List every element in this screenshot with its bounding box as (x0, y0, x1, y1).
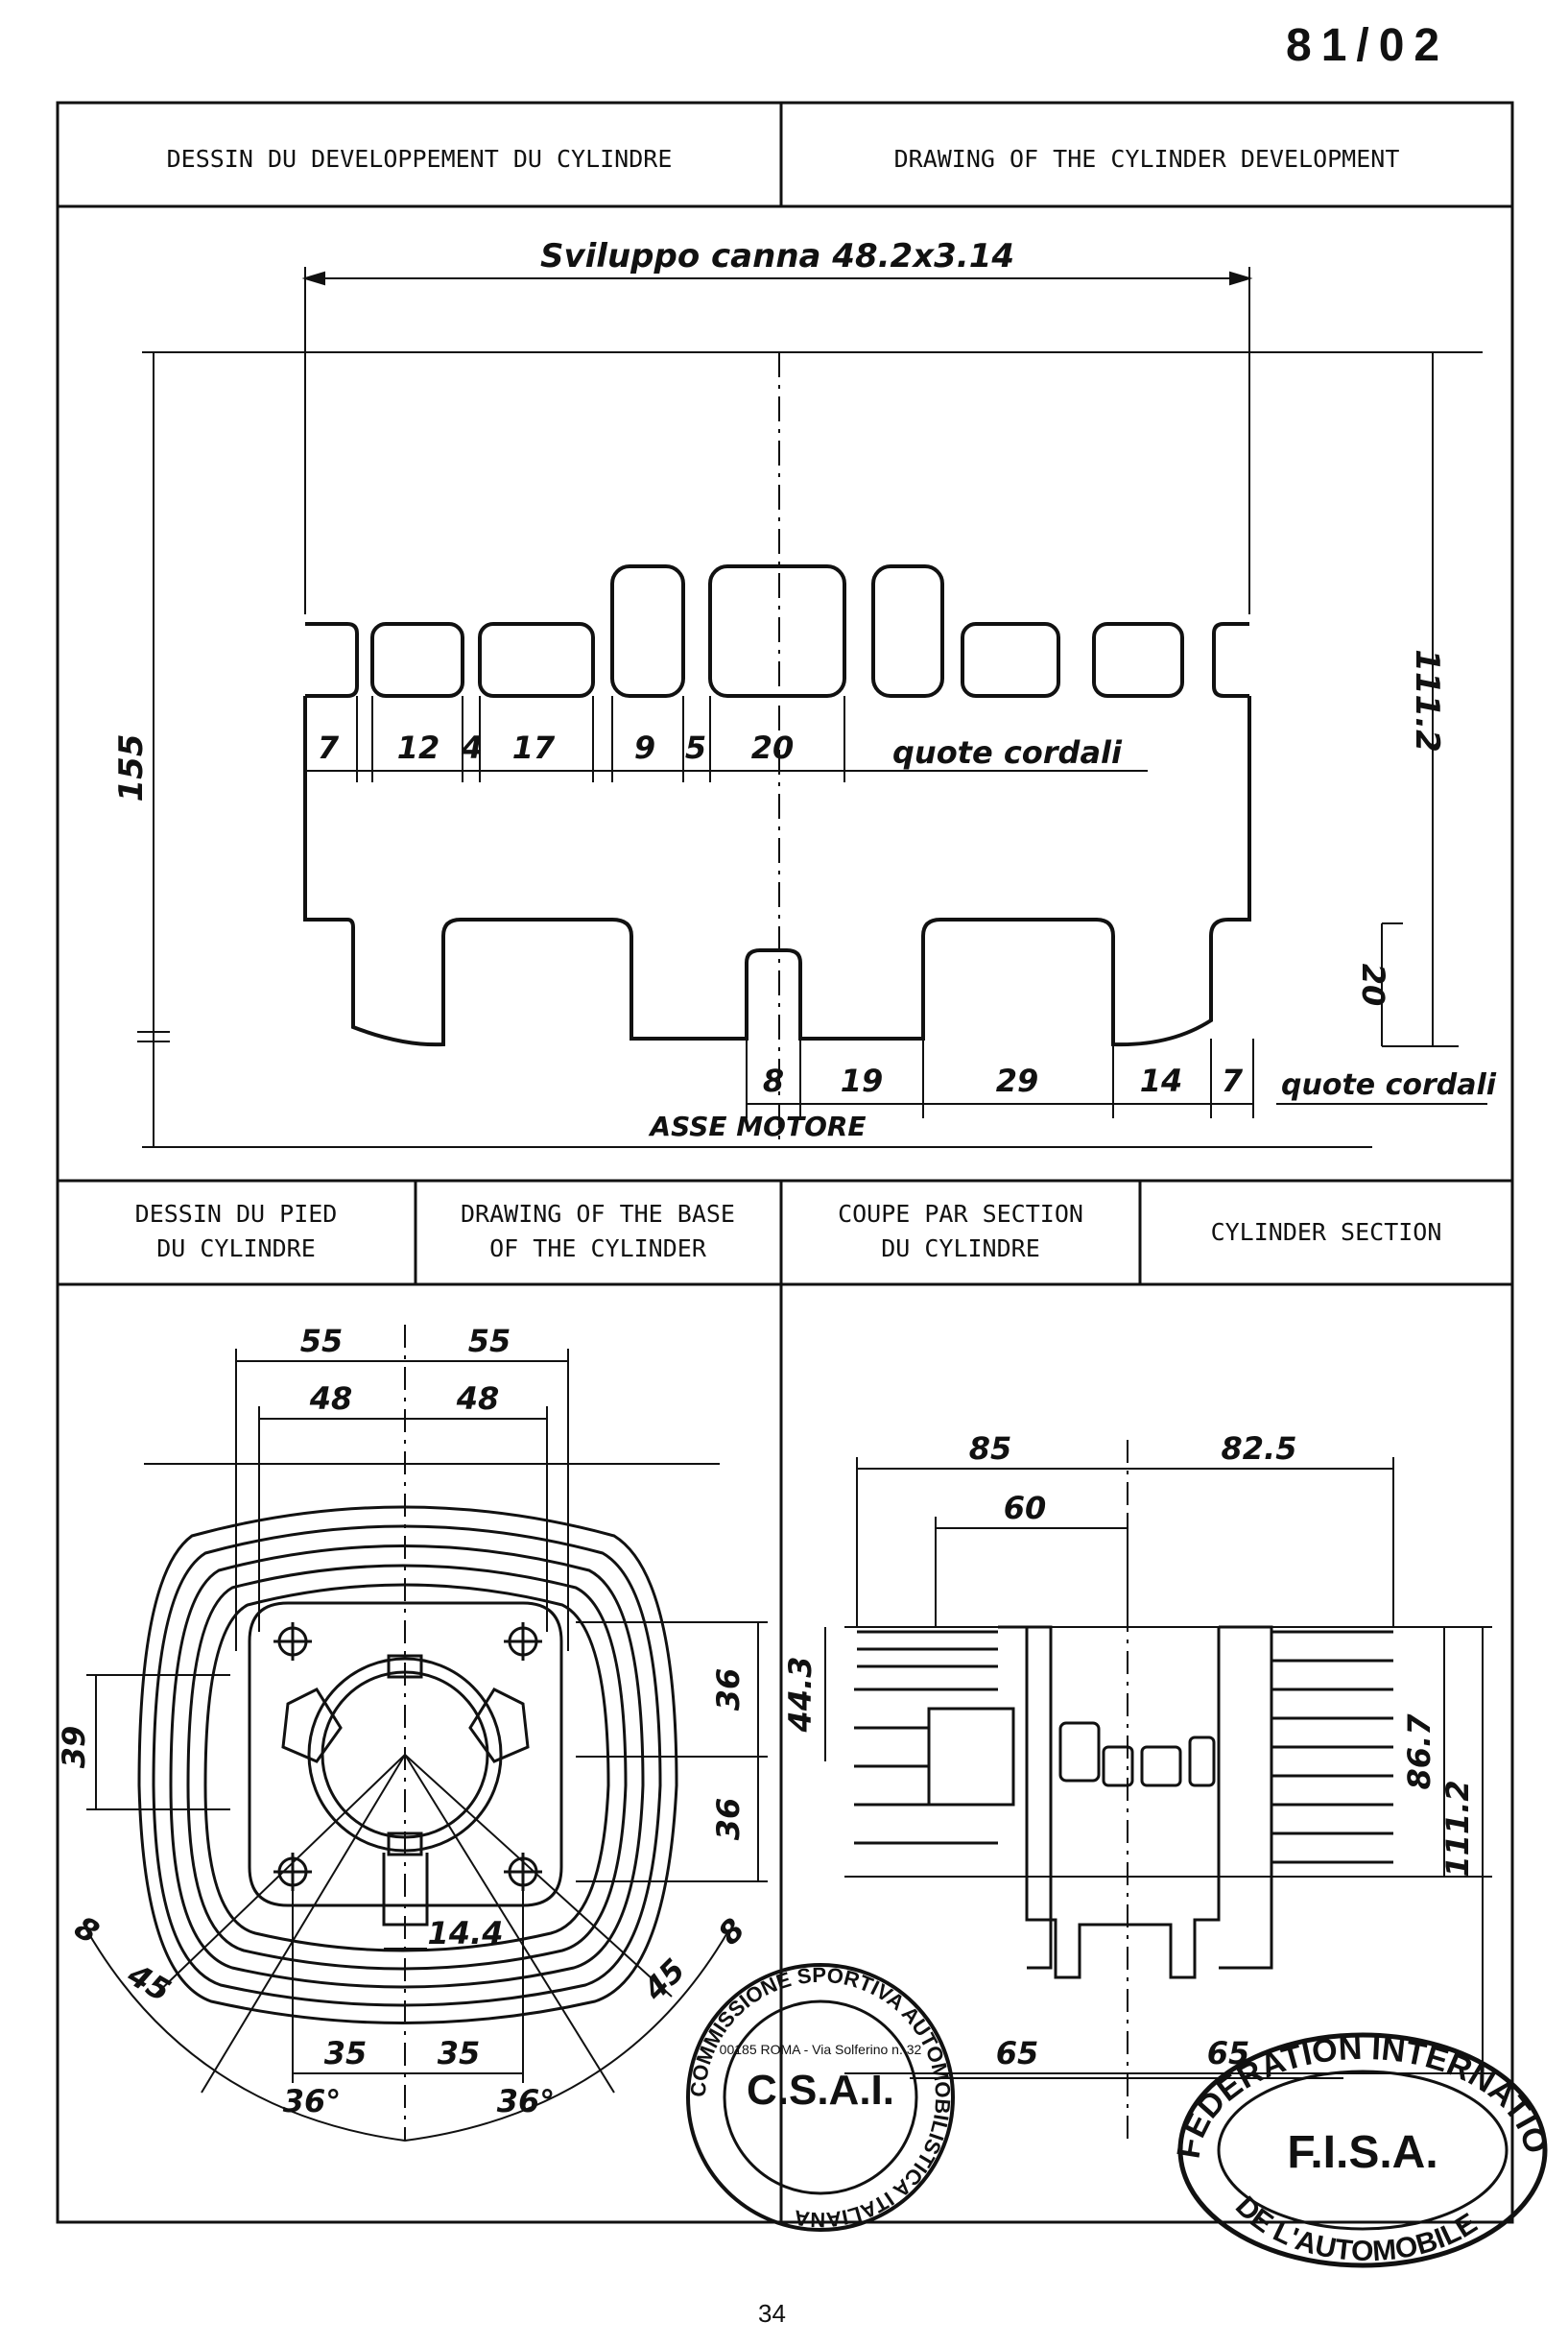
upper-dim-labels: 7 12 4 17 9 5 20 (318, 730, 794, 766)
dim-label: 65 (996, 2035, 1039, 2071)
dim-label: 8 (711, 1911, 752, 1952)
development-drawing: Sviluppo canna 48.2x3.14 155 111.2 20 (112, 237, 1497, 1148)
dim-label: 7 (1222, 1063, 1244, 1099)
header-base-fr-line1: DESSIN DU PIED (135, 1200, 338, 1228)
section-drawing: 85 82.5 60 44.3 86.7 111.2 65 65 (782, 1430, 1492, 2141)
header-development-fr: DESSIN DU DEVELOPPEMENT DU CYLINDRE (167, 145, 673, 173)
header-section-fr-line1: COUPE PAR SECTION (838, 1200, 1083, 1228)
lower-dim-labels: 8 19 29 14 7 (763, 1063, 1244, 1099)
dim-label: 36° (283, 2083, 342, 2119)
dim-label: 35 (438, 2035, 481, 2071)
upper-port (871, 564, 944, 698)
base-fin-outlines (137, 1505, 678, 2024)
dim-label: 48 (309, 1380, 353, 1417)
header-base-en-line1: DRAWING OF THE BASE (461, 1200, 735, 1228)
dim-height-upper: 111.2 (1408, 649, 1446, 753)
dim-label: 39 (56, 1726, 92, 1769)
upper-dim-chain (305, 696, 1148, 782)
csai-stamp: COMMISSIONE SPORTIVA AUTOMOBILISTICA ITA… (686, 1963, 955, 2232)
dim-label: 29 (996, 1063, 1039, 1099)
upper-port (708, 564, 846, 698)
dim-label: 55 (468, 1323, 511, 1359)
dim-label: 4 (461, 730, 483, 766)
dim-label: 14.4 (428, 1915, 504, 1951)
base-side-dims (85, 1621, 768, 2143)
dim-label: 45 (635, 1951, 692, 2008)
dim-label: 48 (456, 1380, 500, 1417)
dim-label: 45 (121, 1955, 177, 2009)
dim-label: 9 (634, 730, 655, 766)
base-top-dims (144, 1325, 720, 2141)
header-section-en: CYLINDER SECTION (1211, 1218, 1442, 1246)
upper-port (1092, 622, 1184, 698)
base-drawing: 55 55 48 48 (56, 1323, 768, 2143)
dim-label: 85 (969, 1430, 1012, 1467)
frame (56, 101, 1514, 2224)
dim-height-total: 155 (112, 734, 151, 802)
cylinder-base-outline (303, 696, 1251, 1047)
upper-ports (305, 564, 1249, 698)
dim-label: 20 (751, 730, 795, 766)
page-code: 81/02 (1286, 20, 1450, 71)
dim-label: 17 (512, 730, 556, 766)
header-base-en-line2: OF THE CYLINDER (489, 1234, 707, 1262)
dim-label: 60 (1004, 1490, 1047, 1526)
upper-note: quote cordali (892, 734, 1123, 771)
dim-label: 36 (710, 1798, 747, 1841)
development-title: Sviluppo canna 48.2x3.14 (540, 237, 1014, 275)
dim-label: 35 (324, 2035, 368, 2071)
lower-note: quote cordali (1281, 1068, 1497, 1102)
dim-label: 82.5 (1222, 1430, 1297, 1467)
dim-height-lower: 20 (1355, 964, 1391, 1007)
dim-label: 19 (841, 1063, 884, 1099)
dim-label: 44.3 (782, 1657, 819, 1734)
upper-port (961, 622, 1060, 698)
section-top-dims (824, 1440, 1492, 2141)
dim-label: 14 (1140, 1063, 1183, 1099)
csai-center-text: C.S.A.I. (747, 2067, 894, 2114)
dim-development-width (301, 267, 1253, 614)
upper-port (370, 622, 464, 698)
base-top-labels: 55 55 48 48 (300, 1323, 511, 1417)
dim-label: 36 (710, 1668, 747, 1712)
header-section-fr-line2: DU CYLINDRE (881, 1234, 1040, 1262)
lower-dim-chain (746, 1039, 1487, 1118)
dim-label: 86.7 (1401, 1713, 1437, 1790)
axis-label: ASSE MOTORE (648, 1111, 866, 1142)
reference-lines (137, 351, 1483, 1148)
upper-port (610, 564, 685, 698)
bore (281, 1654, 530, 1927)
header-development-en: DRAWING OF THE CYLINDER DEVELOPMENT (894, 145, 1400, 173)
dim-label: 111.2 (1439, 1780, 1476, 1877)
dim-label: 12 (397, 730, 440, 766)
dim-label: 7 (318, 730, 340, 766)
section-dim-labels: 85 82.5 60 44.3 86.7 111.2 65 65 (782, 1430, 1476, 2071)
fisa-center-text: F.I.S.A. (1287, 2127, 1437, 2178)
dim-label: 8 (763, 1063, 784, 1099)
header-base-fr-line2: DU CYLINDRE (156, 1234, 316, 1262)
csai-address: 00185 ROMA - Via Solferino n. 32 (720, 2042, 922, 2057)
dim-label: 36° (497, 2083, 556, 2119)
upper-port (478, 622, 595, 698)
section-body (927, 1625, 1273, 1979)
dim-label: 8 (68, 1908, 105, 1951)
dim-label: 5 (685, 730, 706, 766)
section-fins (854, 1630, 1393, 1864)
dim-label: 55 (300, 1323, 344, 1359)
page-number: 34 (758, 2299, 786, 2328)
